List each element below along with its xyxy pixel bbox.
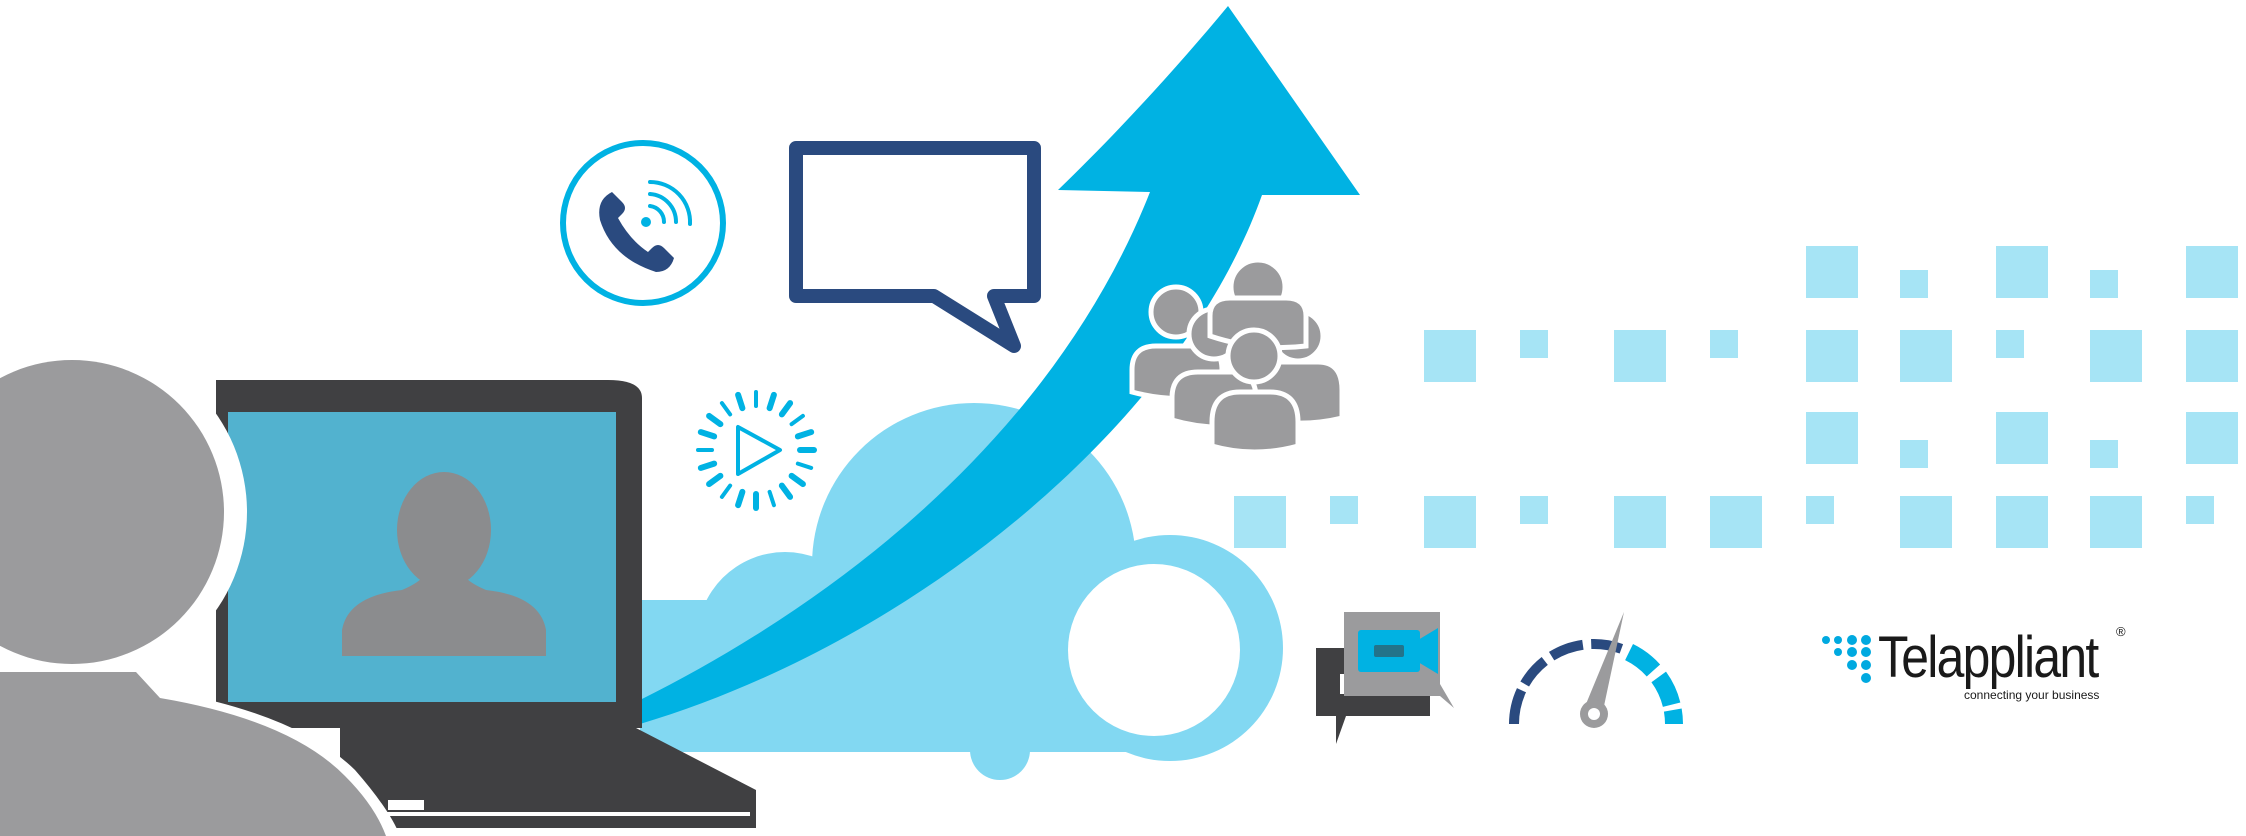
play-ring-dash: [778, 482, 794, 500]
pixel-square: [1424, 496, 1476, 548]
pixel-square: [1614, 496, 1666, 548]
pixel-square: [1900, 440, 1928, 468]
play-ring-dash: [767, 489, 776, 508]
pixel-square: [1996, 412, 2048, 464]
play-ring-dash: [706, 472, 724, 488]
play-ring-dash: [789, 413, 805, 427]
cloud-icon: [638, 403, 1283, 780]
pixel-square: [2090, 330, 2142, 382]
pixel-square: [1234, 496, 1286, 548]
growth-arrow-icon: [640, 6, 1360, 724]
pixel-square: [1806, 496, 1834, 524]
pixel-square: [1330, 496, 1358, 524]
video-conference-icon: [1316, 612, 1454, 744]
gauge-segment: [1651, 671, 1681, 708]
brand-tagline: connecting your business: [1964, 688, 2100, 702]
play-ring-dash: [735, 488, 746, 509]
play-button-icon: [696, 390, 817, 511]
pixel-square: [1520, 496, 1548, 524]
gauge-segment: [1520, 657, 1548, 687]
brand-name: Telappliant: [1878, 625, 2099, 690]
pixel-square: [2186, 246, 2238, 298]
pixel-square: [1996, 246, 2048, 298]
pixel-square: [1520, 330, 1548, 358]
gauge-segment: [1591, 639, 1624, 654]
play-ring-dash: [697, 429, 718, 440]
pixel-square: [1710, 496, 1762, 548]
laptop-icon: [216, 380, 756, 828]
gauge-segment: [1509, 688, 1527, 725]
user-group-icon: [1129, 257, 1345, 455]
play-ring-dash: [794, 429, 815, 440]
pixel-square: [1806, 330, 1858, 382]
registered-mark: ®: [2116, 624, 2126, 639]
pixel-square: [2090, 270, 2118, 298]
speedometer-icon: [1509, 612, 1683, 728]
play-ring-dash: [719, 401, 733, 417]
play-ring-dash: [735, 391, 746, 412]
play-ring-dash: [697, 460, 718, 471]
play-ring-dash: [766, 391, 777, 412]
pixel-square: [2186, 330, 2238, 382]
person-silhouette-icon: [0, 340, 400, 836]
phone-call-icon: [560, 140, 726, 306]
pixel-square: [1806, 246, 1858, 298]
play-ring-dash: [719, 483, 733, 499]
pixel-square: [2090, 496, 2142, 548]
pixel-square: [2186, 412, 2238, 464]
chat-bubble-icon: [789, 141, 1041, 353]
play-ring-dash: [788, 472, 806, 488]
pixel-square: [1996, 496, 2048, 548]
gauge-segment: [1663, 708, 1683, 725]
play-ring-dash: [795, 461, 814, 470]
pixel-square: [1900, 270, 1928, 298]
pixel-squares-decoration: [1234, 246, 2238, 548]
pixel-square: [1424, 330, 1476, 382]
play-ring-dash: [706, 412, 724, 428]
pixel-square: [1614, 330, 1666, 382]
gauge-segment: [1548, 639, 1584, 661]
pixel-square: [1710, 330, 1738, 358]
pixel-square: [1806, 412, 1858, 464]
pixel-square: [1900, 330, 1952, 382]
gauge-segment: [1624, 644, 1661, 677]
pixel-square: [2090, 440, 2118, 468]
telappliant-logo[interactable]: Telappliant ® connecting your business: [1818, 624, 2138, 712]
logo-mark-icon: [1822, 635, 1871, 683]
video-call-contact-icon: [342, 472, 546, 656]
pixel-square: [1996, 330, 2024, 358]
pixel-square: [2186, 496, 2214, 524]
pixel-square: [1900, 496, 1952, 548]
play-ring-dash: [778, 400, 794, 418]
